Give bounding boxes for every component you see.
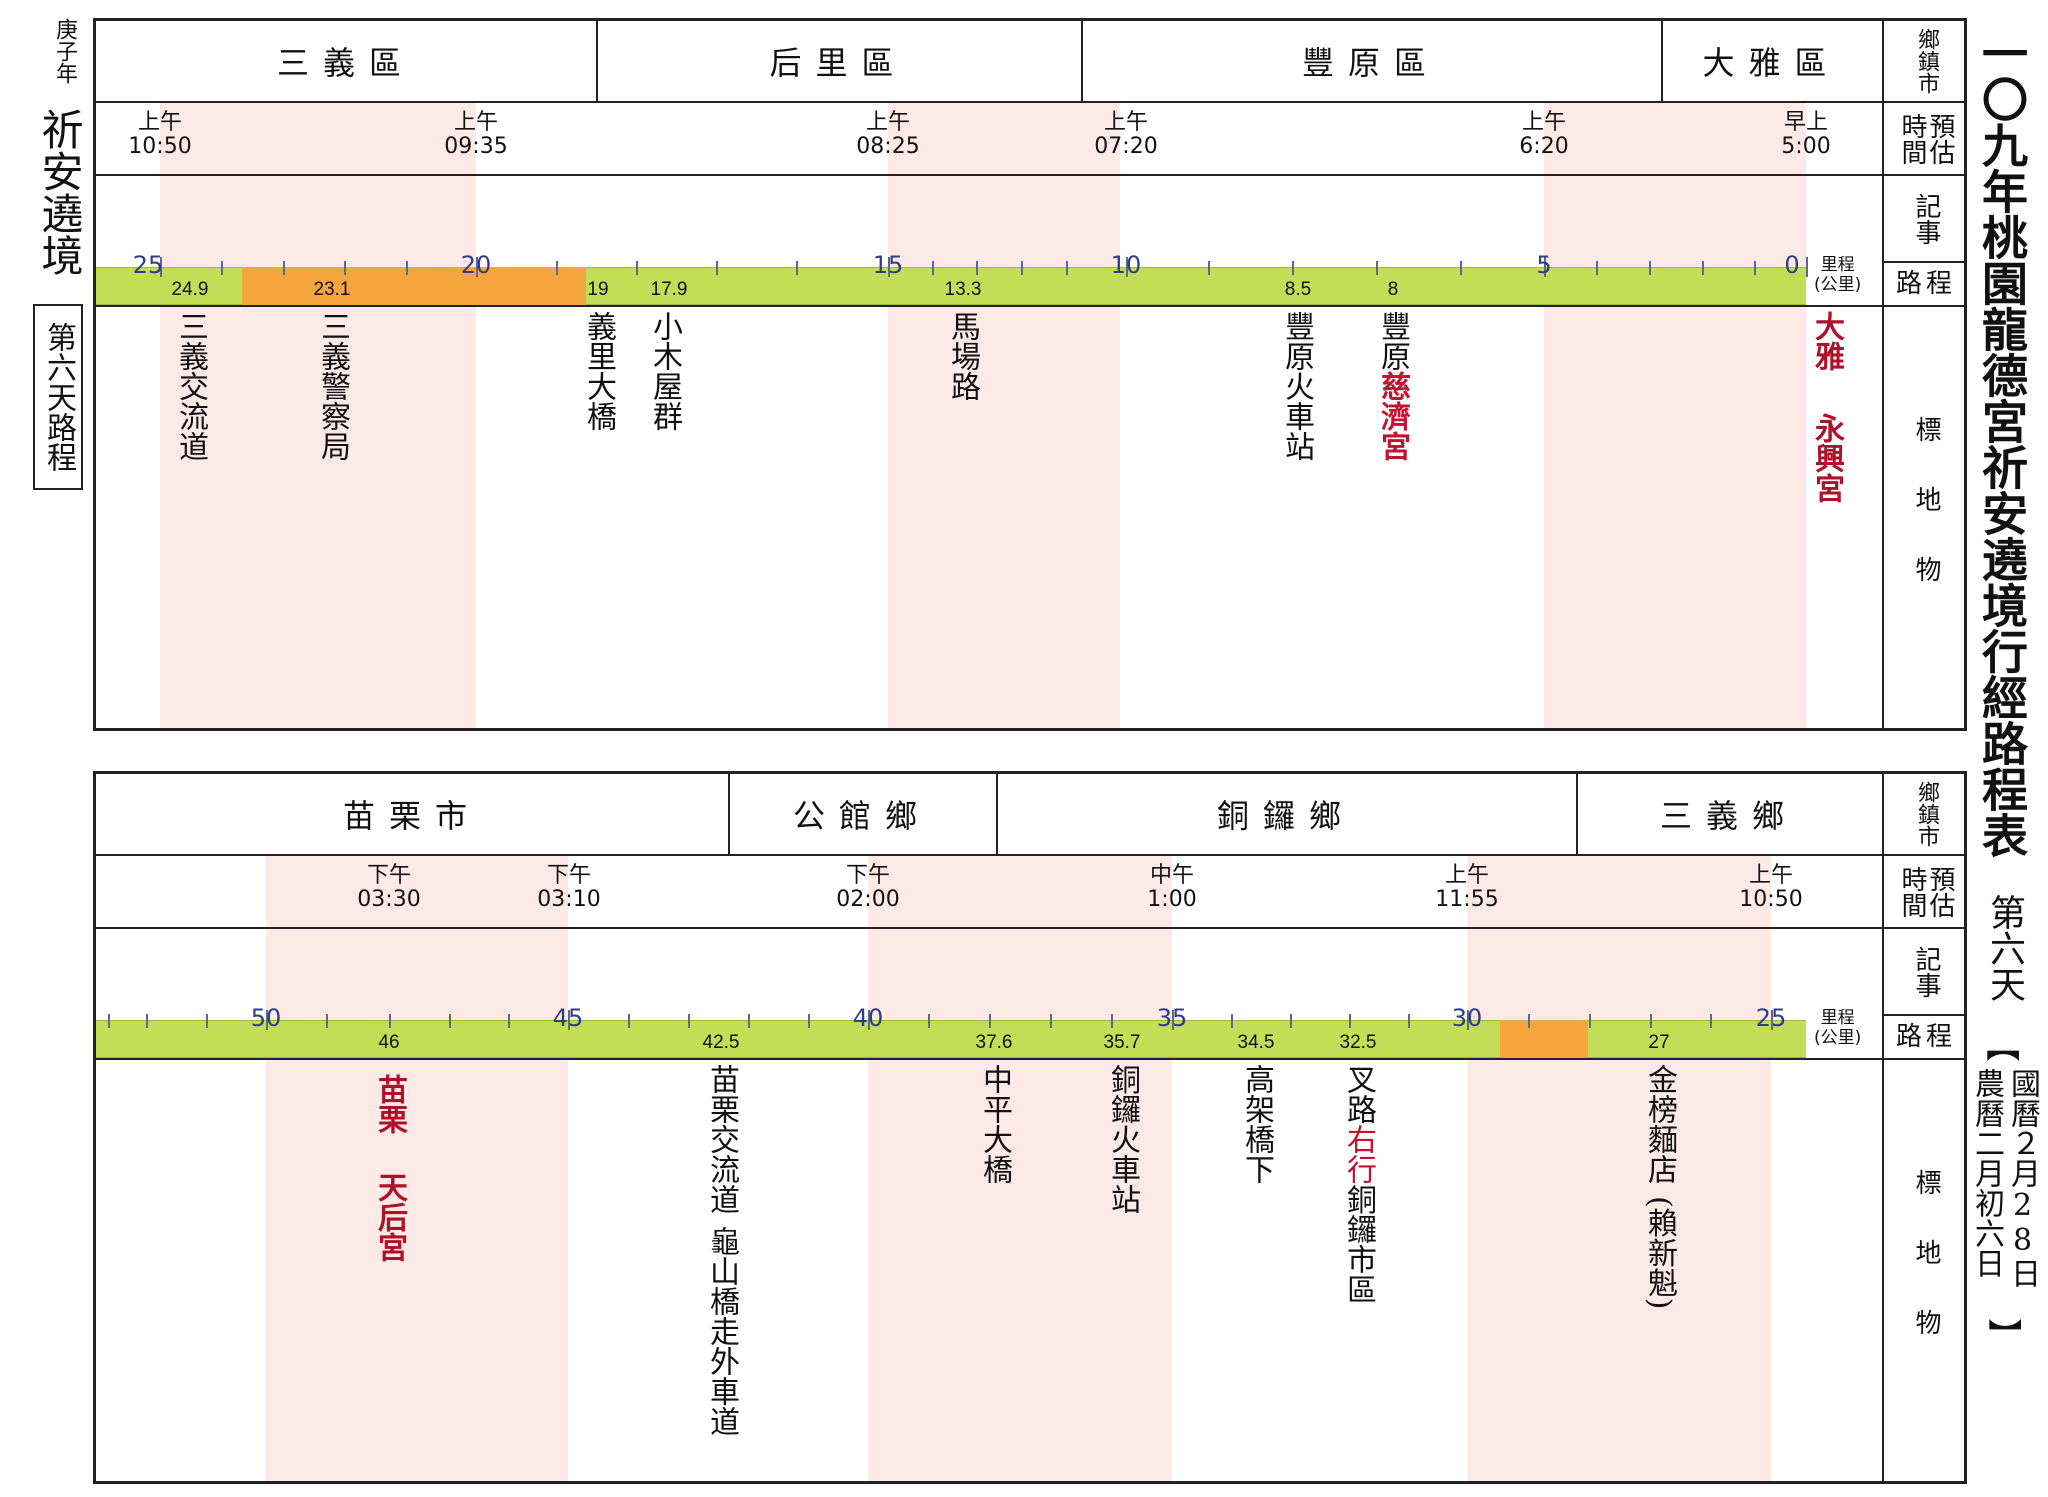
km-label: 25	[132, 251, 164, 279]
km-label: 35	[1156, 1004, 1188, 1032]
landmark-temple: 大雅	[1809, 311, 1844, 371]
district-daya: 大雅區	[1702, 44, 1841, 82]
km-label: 30	[1451, 1004, 1483, 1032]
km-sub-label: 32.5	[1339, 1032, 1377, 1053]
landmark: 馬場路	[945, 311, 980, 401]
district-gongguan: 公館鄉	[792, 797, 931, 835]
landmark: 苗栗交流道	[704, 1064, 739, 1214]
landmark: 龜山橋走外車道	[704, 1226, 739, 1436]
km-label: 10	[1110, 251, 1142, 279]
landmark-temple: 苗栗	[372, 1074, 407, 1134]
time-band	[1544, 101, 1806, 728]
km-label: 0	[1784, 251, 1800, 279]
row-label-note: 記事	[1911, 945, 1941, 998]
km-label: 45	[552, 1004, 584, 1032]
row-label-landmark: 標地物	[1911, 1168, 1941, 1379]
landmark: 三義警察局	[315, 311, 350, 461]
district-miaoli: 苗栗市	[342, 797, 481, 835]
km-sub-label: 24.9	[171, 279, 209, 300]
km-sub-label: 8	[1387, 279, 1399, 300]
km-label: 15	[872, 251, 904, 279]
district-fengyuan: 豐原區	[1301, 44, 1440, 82]
landmark: 金榜麵店	[1642, 1064, 1677, 1184]
row-label-route: 路程	[1895, 1022, 1956, 1052]
landmark: 三義交流道	[173, 311, 208, 461]
km-sub-label: 17.9	[650, 279, 688, 300]
km-sub-label: 35.7	[1103, 1032, 1141, 1053]
event-title: 祈安遶境	[35, 108, 84, 276]
district-sanyi-township: 三義鄉	[1659, 797, 1798, 835]
day-title: 第六天	[1984, 894, 2025, 1002]
km-sub-label: 42.5	[702, 1032, 740, 1053]
time-band	[266, 854, 568, 1481]
landmark: 中平大橋	[977, 1064, 1012, 1184]
time-band	[160, 101, 476, 728]
date-bracket-bottom: 】	[1983, 1318, 2023, 1352]
row-label-note: 記事	[1911, 192, 1941, 245]
row-label-district: 鄉鎮市	[1914, 781, 1939, 847]
landmark-temple: 豐原慈濟宮	[1375, 311, 1410, 461]
landmark: 豐原火車站	[1279, 311, 1314, 461]
landmark-temple: 天后宮	[372, 1172, 407, 1262]
km-sub-label: 23.1	[313, 279, 351, 300]
km-sub-label: 46	[378, 1032, 400, 1053]
row-label-landmark: 標地物	[1911, 415, 1941, 626]
district-sanyi: 三義區	[276, 44, 415, 82]
km-label: 5	[1536, 251, 1552, 279]
km-label: 20	[460, 251, 492, 279]
km-unit: 里程(公里)	[1814, 1008, 1862, 1048]
km-sub-label: 19	[587, 279, 609, 300]
time-band	[888, 101, 1120, 728]
date-lunar: 農曆二月初六日	[1969, 1068, 2004, 1278]
km-sub-label: 13.3	[944, 279, 982, 300]
landmark-temple: 永興宮	[1809, 413, 1844, 503]
landmark: 小木屋群	[647, 311, 682, 431]
km-sub-label: 37.6	[975, 1032, 1013, 1053]
day-route-box: 第六天路程	[33, 304, 83, 490]
row-label-district: 鄉鎮市	[1914, 28, 1939, 94]
time-band	[868, 854, 1172, 1481]
landmark: 銅鑼火車站	[1105, 1064, 1140, 1214]
km-sub-label: 8.5	[1284, 279, 1312, 300]
landmark: 義里大橋	[581, 311, 616, 431]
row-label-route: 路程	[1895, 269, 1956, 299]
time-band	[1467, 854, 1771, 1481]
landmark-note: (賴新魁)	[1642, 1196, 1677, 1310]
landmark: 高架橋下	[1239, 1064, 1274, 1184]
row-label-time: 預估時間	[1897, 865, 1955, 918]
segment-highlight	[1500, 1020, 1588, 1058]
district-houli: 后里區	[769, 44, 908, 82]
date-gregorian: 國曆２月28日	[2005, 1068, 2040, 1288]
main-title: 一〇九年桃園龍德宮祈安遶境行經路程表	[1975, 30, 2029, 858]
km-label: 50	[250, 1004, 282, 1032]
date-bracket-top: 【	[1981, 1028, 2021, 1062]
km-unit: 里程(公里)	[1814, 255, 1862, 295]
district-tongluo: 銅鑼鄉	[1216, 797, 1355, 835]
km-label: 25	[1755, 1004, 1787, 1032]
km-sub-label: 34.5	[1237, 1032, 1275, 1053]
year-label: 庚子年	[52, 18, 77, 84]
row-label-time: 預估時間	[1897, 112, 1955, 165]
km-sub-label: 27	[1648, 1032, 1670, 1053]
landmark: 叉路右行銅鑼市區	[1341, 1064, 1376, 1304]
segment-highlight	[242, 267, 412, 305]
km-label: 40	[852, 1004, 884, 1032]
